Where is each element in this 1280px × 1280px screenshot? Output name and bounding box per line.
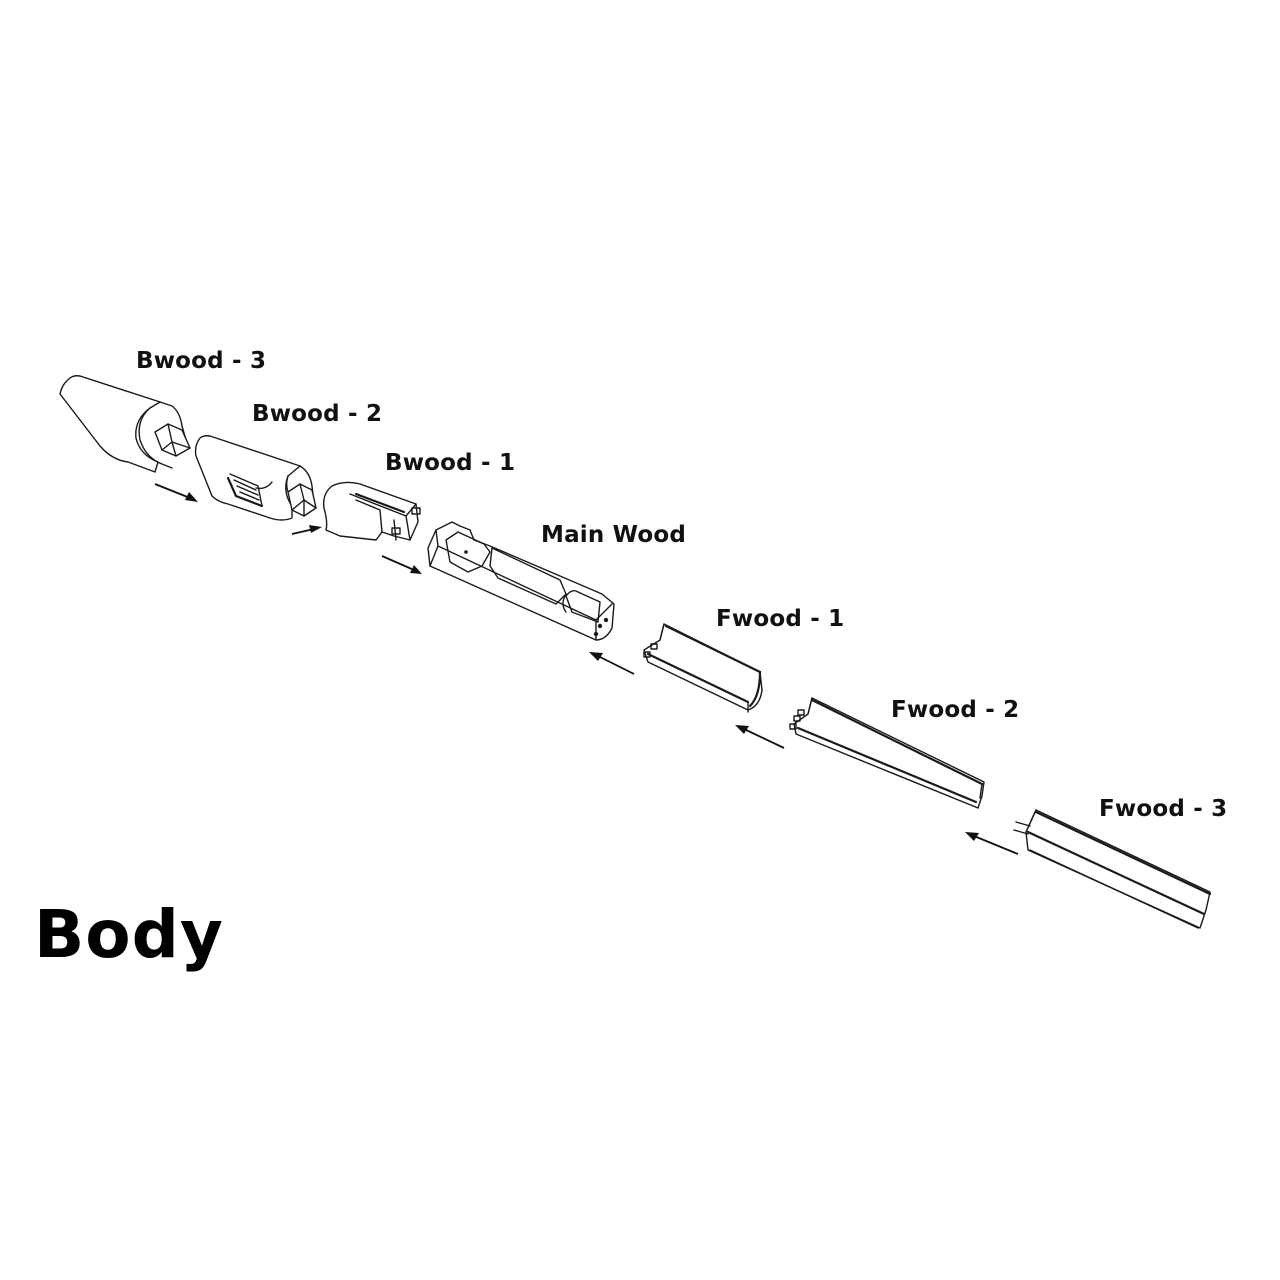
part-fwood-1: [643, 623, 763, 713]
diagram-title: Body: [34, 896, 224, 973]
arrow-bwood2-to-bwood1: [291, 525, 322, 535]
part-main-wood: [427, 521, 615, 641]
label-fwood-1: Fwood - 1: [716, 606, 845, 632]
arrow-fwood1-to-main-wood: [589, 652, 635, 675]
label-bwood-3: Bwood - 3: [136, 348, 267, 374]
label-bwood-1: Bwood - 1: [385, 450, 516, 476]
label-main-wood: Main Wood: [541, 522, 687, 548]
arrow-fwood2-to-fwood1: [735, 725, 785, 749]
label-fwood-2: Fwood - 2: [891, 697, 1020, 723]
arrow-bwood3-to-bwood2: [154, 483, 198, 502]
part-bwood-1: [322, 481, 421, 541]
part-fwood-2: [789, 697, 985, 809]
arrow-bwood1-to-main-wood: [381, 555, 422, 574]
label-bwood-2: Bwood - 2: [252, 401, 383, 427]
part-fwood-3: [1013, 809, 1212, 929]
part-bwood-2: [194, 435, 317, 521]
part-bwood-3: [59, 375, 191, 473]
label-fwood-3: Fwood - 3: [1099, 796, 1228, 822]
arrow-fwood3-to-fwood2: [965, 832, 1019, 855]
